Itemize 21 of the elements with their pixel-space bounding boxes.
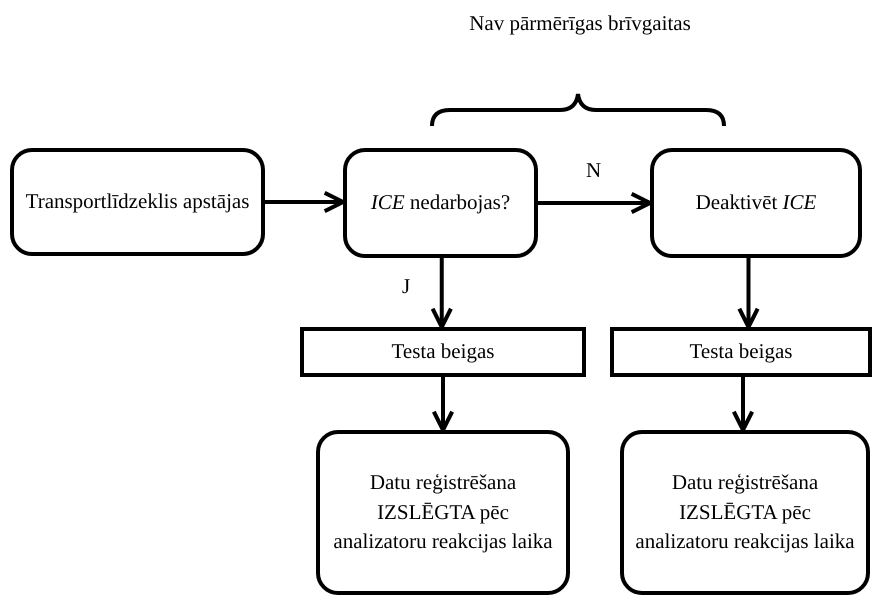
node-text: Datu reģistrēšana IZSLĒGTA pēc analizatoru reakcijas laika [634,469,856,556]
arrow [538,192,652,214]
rounded-box [10,148,265,256]
arrow [432,377,454,432]
process-box [300,327,586,377]
node-text: Datu reģistrēšana IZSLĒGTA pēc analizatoru reakcijas laika [332,469,554,556]
rounded-box [650,148,862,258]
arrow [737,258,760,330]
arrow [265,190,346,214]
node-text: Deaktivēt ICE [696,189,816,216]
rounded-box [343,148,538,258]
arrow [732,377,754,432]
rounded-box [620,430,870,595]
node-text: Testa beigas [690,338,792,366]
node-text: Transportlīdzeklis apstājas [26,188,250,216]
node-text: Testa beigas [392,338,494,366]
bracket-label: Nav pārmērīgas brīvgaitas [468,10,692,37]
arrow [430,258,453,330]
process-box [610,327,872,377]
rounded-box [316,430,570,595]
node-text: ICE nedarbojas? [370,189,510,216]
